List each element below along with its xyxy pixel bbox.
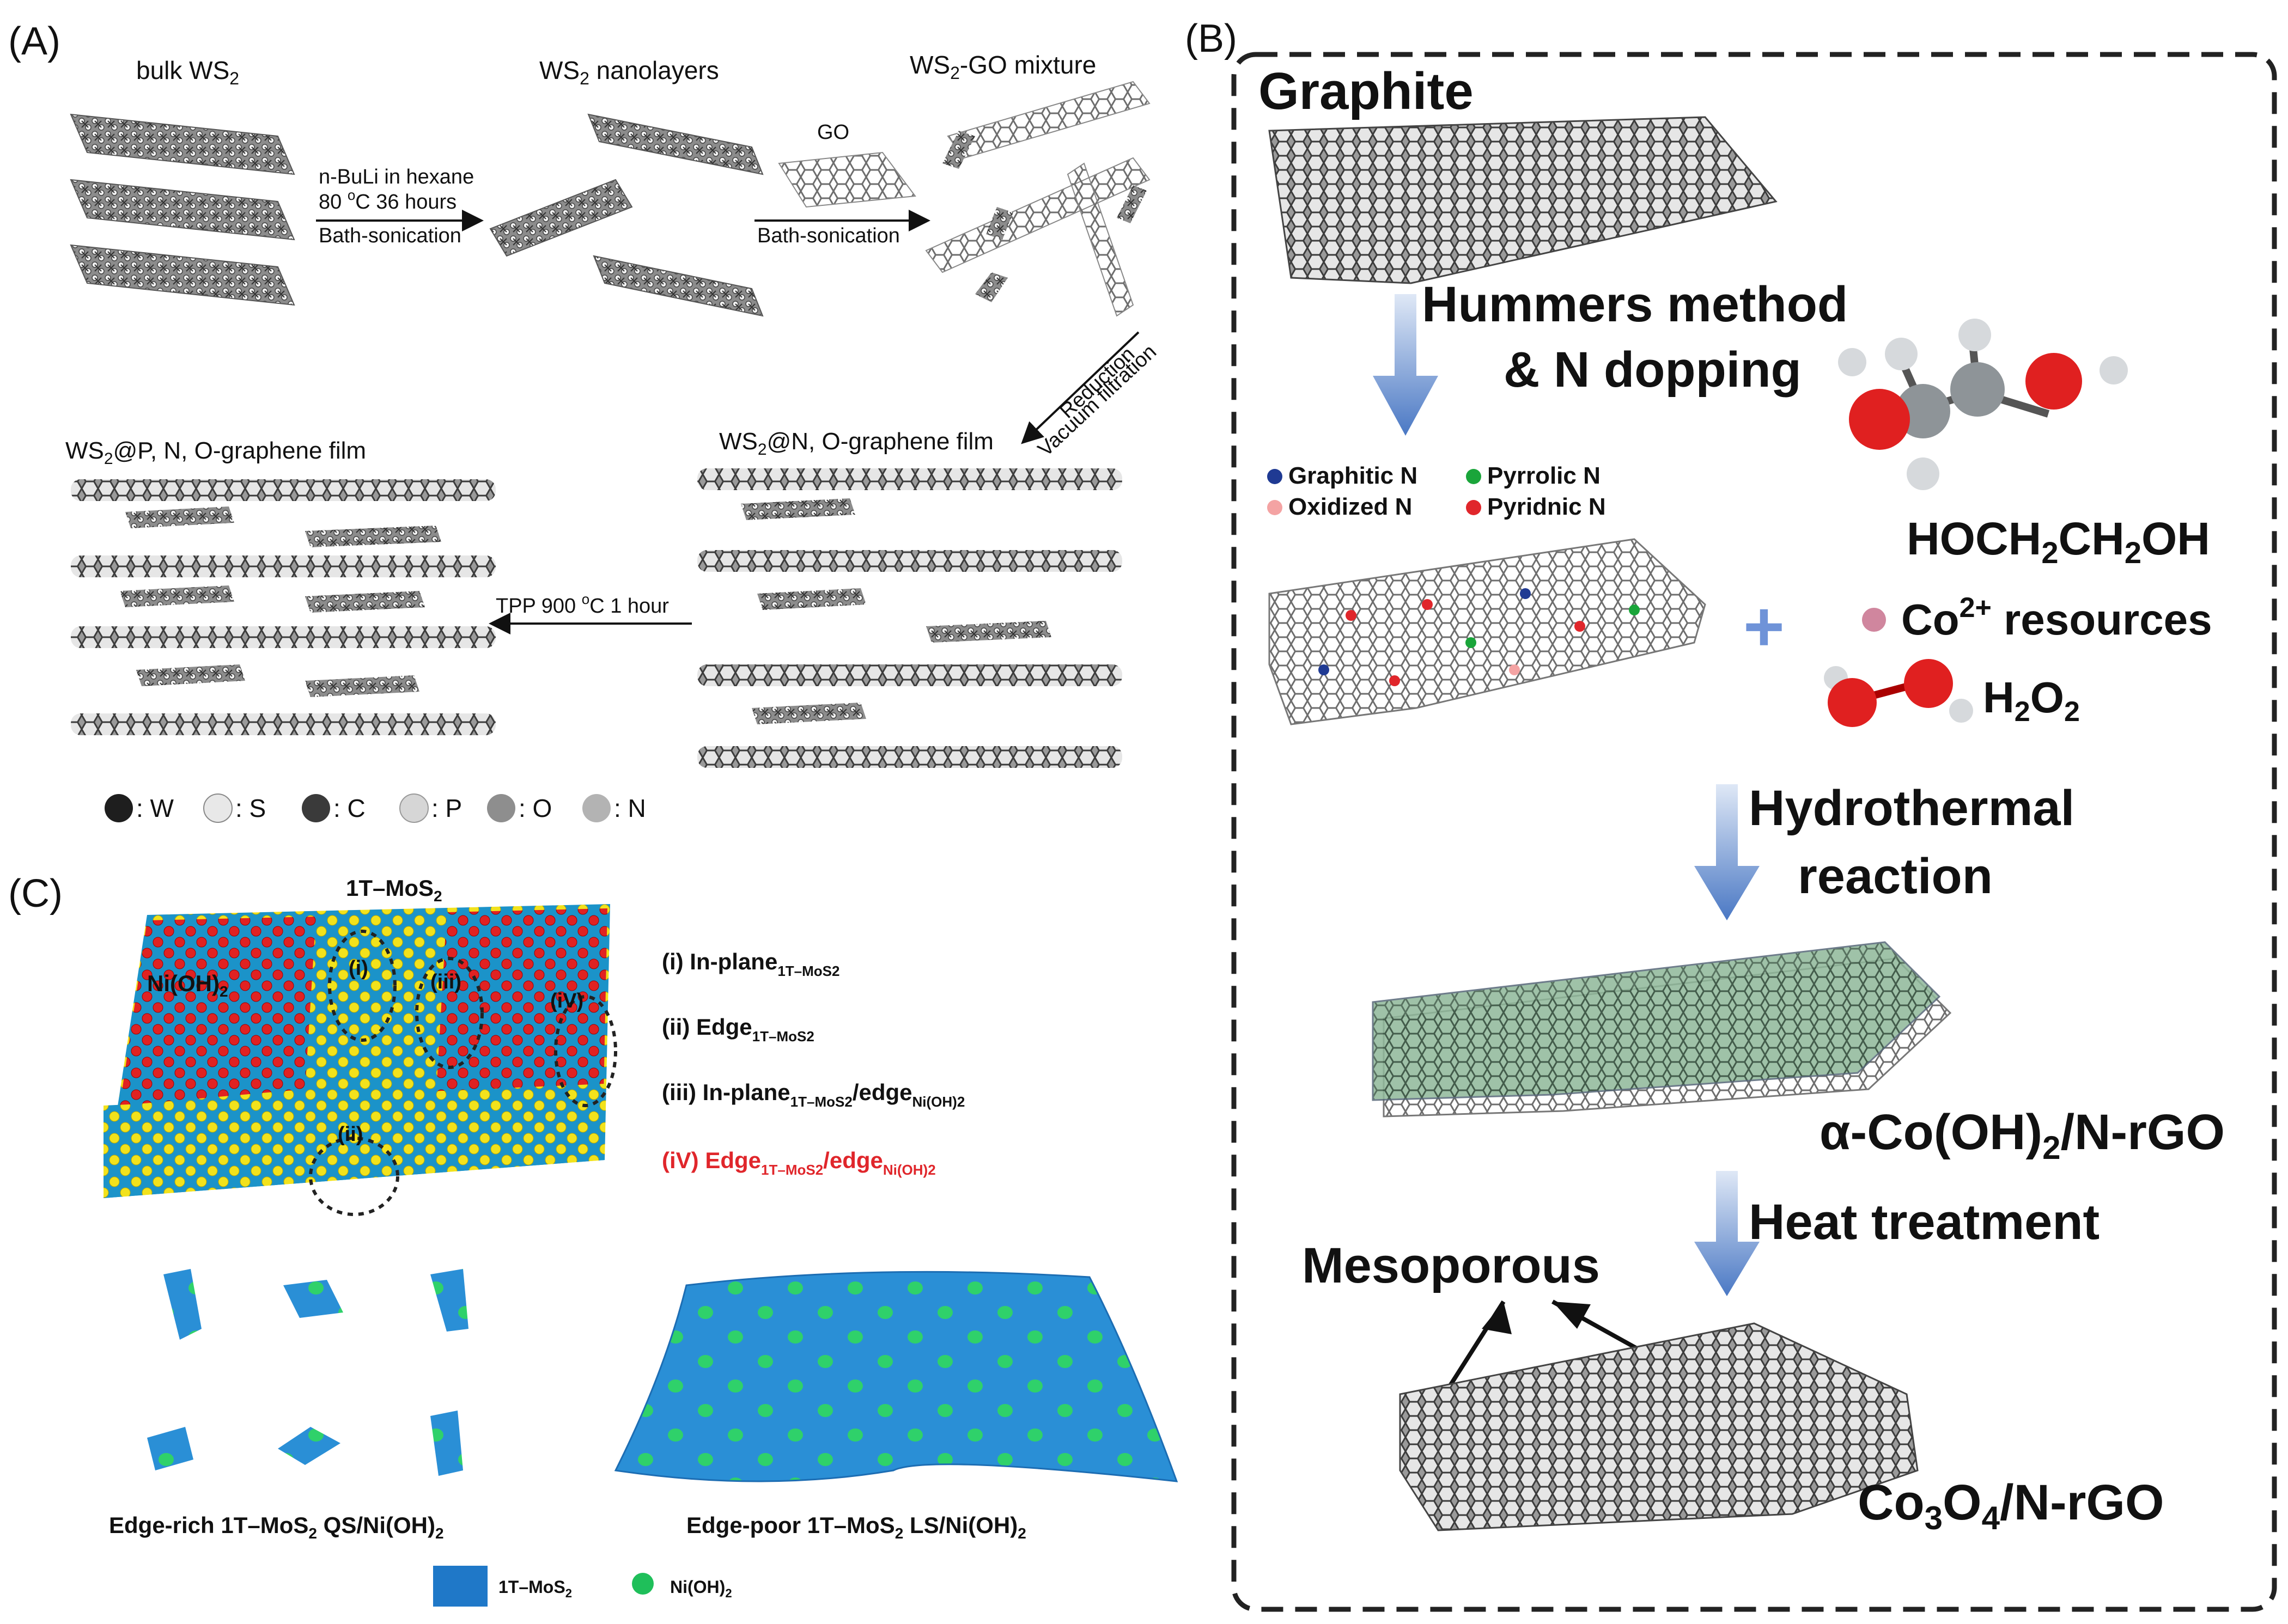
site-iii-circle [415, 957, 484, 1069]
ws2-no-graphene-film-structure [697, 468, 1122, 768]
panel-a-label: (A) [8, 20, 60, 63]
panel-b: (B) Graphite Hummers method & N dopping … [1185, 17, 2277, 1612]
legend-w: : W [136, 794, 174, 822]
hummers-line1: Hummers method [1422, 277, 1848, 332]
edge-poor-caption: Edge-poor 1T–MoS2 LS/Ni(OH)2 [686, 1512, 1026, 1542]
panel-b-dashed-frame [1231, 52, 2277, 1612]
go-sheet [778, 151, 916, 208]
arrow1-below: Bath-sonication [319, 224, 461, 247]
co3o4-nrgo-label: Co3O4/N-rGO [1858, 1475, 2164, 1536]
ws2-no-graphene-film-label: WS2@N, O-graphene film [719, 428, 994, 459]
legend-s: : S [235, 794, 266, 822]
legend-swatch-c [302, 794, 330, 822]
site-ii-label: (ii) [338, 1123, 363, 1146]
arrow3-vacuum: Vacuum filtration [1033, 340, 1161, 461]
site-list-2: (ii) Edge1T–MoS2 [662, 1014, 814, 1045]
arrow1-line2: 80 oC 36 hours [319, 187, 457, 213]
site-iv-circle [554, 995, 617, 1107]
site-iii-label: (iii) [430, 970, 461, 993]
oxidized-n-swatch [1267, 500, 1282, 515]
heat-treatment-label: Heat treatment [1749, 1194, 2100, 1250]
co3o4-nrgo-structure [1399, 1322, 1919, 1531]
graphite-label: Graphite [1258, 62, 1474, 120]
legend-swatch-s [203, 793, 233, 823]
hydrothermal-line1: Hydrothermal [1749, 780, 2074, 836]
legend-oxidized-n: Oxidized N [1288, 493, 1412, 520]
site-ii-circle [309, 1137, 399, 1216]
legend-swatch-n [582, 794, 611, 822]
graphite-structure [1268, 116, 1778, 284]
arrow1-line1: n-BuLi in hexane [319, 166, 474, 188]
h2o2-molecule [1824, 659, 1973, 727]
arrow3 [1021, 331, 1140, 444]
pyridnic-n-swatch [1466, 500, 1481, 515]
legend-graphitic-n: Graphitic N [1288, 462, 1417, 489]
panel-b-label: (B) [1185, 17, 1237, 60]
ethylene-glycol-label: HOCH2CH2OH [1907, 513, 2210, 570]
panel-a: (A) bulk WS2 n-BuLi in hexane 80 oC 36 h… [8, 20, 1161, 823]
panel-c: (C) 1T–MoS2 Ni(OH)2 (i) (iii) (iV) (ii) … [8, 872, 1178, 1607]
arrow-heat [1694, 1171, 1760, 1296]
site-iv-label: (iV) [550, 990, 583, 1012]
arrow-hydrothermal [1694, 784, 1760, 920]
site-list-3: (iii) In-plane1T–MoS2/edgeNi(OH)2 [662, 1079, 965, 1110]
plus-sign: + [1743, 587, 1785, 666]
site-i-circle [328, 930, 397, 1042]
ws2-nanolayers-label: WS2 nanolayers [539, 56, 719, 88]
go-label: GO [817, 121, 849, 144]
nioh2-overlay-label: Ni(OH)2 [147, 970, 228, 1000]
arrow2-below: Bath-sonication [757, 224, 900, 247]
edge-rich-caption: Edge-rich 1T–MoS2 QS/Ni(OH)2 [109, 1512, 444, 1542]
graphitic-n-swatch [1267, 469, 1282, 484]
legend-nioh2: Ni(OH)2 [670, 1577, 732, 1600]
mos2-title: 1T–MoS2 [346, 875, 442, 905]
legend-o: : O [519, 794, 552, 822]
nioh2-swatch [632, 1573, 654, 1595]
legend-pyrrolic-n: Pyrrolic N [1487, 462, 1601, 489]
mos2-swatch [433, 1566, 488, 1607]
atom-legend: : W : S : C : P : O : N [105, 793, 646, 823]
legend-mos2: 1T–MoS2 [498, 1577, 572, 1600]
legend-c: : C [333, 794, 366, 822]
site-list-1: (i) In-plane1T–MoS2 [662, 949, 839, 979]
mos2-slab [104, 904, 610, 1198]
ethylene-glycol-molecule [1838, 319, 2128, 490]
n-doped-graphene-sheet [1268, 538, 1706, 725]
bulk-ws2-label: bulk WS2 [136, 56, 239, 88]
ws2-go-mixture-label: WS2-GO mixture [910, 51, 1096, 83]
legend-swatch-w [105, 794, 133, 822]
site-i-label: (i) [349, 957, 368, 980]
mesoporous-label: Mesoporous [1302, 1238, 1600, 1293]
pyrrolic-n-swatch [1466, 469, 1481, 484]
h2o2-label: H2O2 [1983, 673, 2080, 728]
legend-swatch-p [399, 793, 429, 823]
ws2-pno-graphene-film-label: WS2@P, N, O-graphene film [65, 437, 366, 468]
mos2-quantum-sheets [147, 1269, 468, 1476]
hydrothermal-line2: reaction [1798, 848, 1993, 904]
bulk-ws2-structure [70, 113, 295, 306]
legend-p: : P [431, 794, 462, 822]
arrow-hummers [1373, 294, 1438, 436]
site-list-4: (iV) Edge1T–MoS2/edgeNi(OH)2 [662, 1147, 936, 1178]
tpp-label: TPP 900 oC 1 hour [496, 591, 669, 618]
ws2-pno-graphene-film-structure [71, 479, 496, 735]
aco-oh2-nrgo-label: α-Co(OH)2/N-rGO [1820, 1104, 2225, 1166]
legend-swatch-o [487, 794, 515, 822]
panel-c-label: (C) [8, 872, 63, 915]
aco-oh2-nrgo-structure [1372, 941, 1952, 1118]
ws2-go-mixture-structure [925, 81, 1151, 317]
mos2-large-sheet [614, 1271, 1178, 1482]
legend-pyridnic-n: Pyridnic N [1487, 493, 1606, 520]
hummers-line2: & N dopping [1504, 342, 1802, 398]
legend-n: : N [614, 794, 646, 822]
co-resources-label: Co2+ resources [1901, 592, 2212, 644]
co-ion-dot [1862, 608, 1886, 632]
ws2-nanolayers-structure [489, 113, 764, 317]
